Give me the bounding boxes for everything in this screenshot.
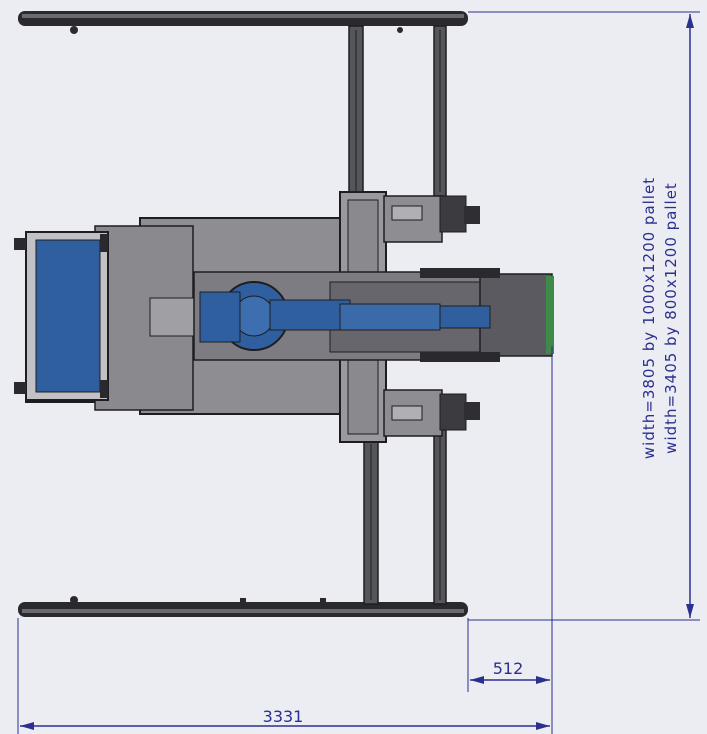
dimension-lines [17, 11, 700, 734]
lower-actuator [391, 393, 480, 431]
upper-legs [348, 25, 447, 197]
width-label-line2: width=3405 by 800x1200 pallet [662, 182, 680, 454]
left-conveyor [14, 231, 109, 401]
width-label-line1: width=3805 by 1000x1200 pallet [640, 177, 658, 459]
overall-dimension-label: 3331 [263, 707, 304, 726]
top-rail [18, 11, 468, 34]
bottom-rail [18, 596, 468, 617]
offset-dimension-label: 512 [493, 659, 524, 678]
robot-blue-parts [199, 281, 491, 351]
lower-legs [363, 429, 447, 605]
upper-actuator [391, 195, 480, 233]
